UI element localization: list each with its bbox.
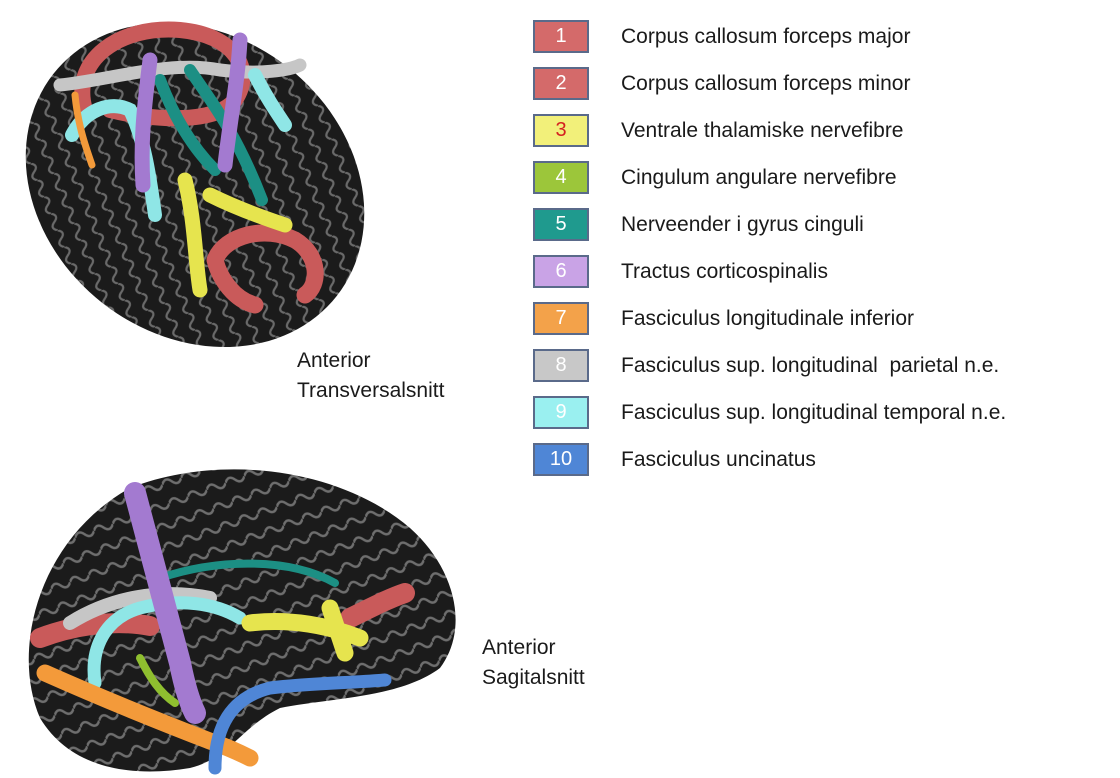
legend-swatch: 2: [533, 67, 589, 100]
legend-label: Corpus callosum forceps major: [621, 25, 910, 49]
legend-swatch: 3: [533, 114, 589, 147]
caption-view: Transversalsnitt: [297, 376, 444, 406]
legend-item: 9 Fasciculus sup. longitudinal temporal n…: [533, 389, 1006, 436]
legend-item: 2 Corpus callosum forceps minor: [533, 60, 1006, 107]
legend-swatch: 7: [533, 302, 589, 335]
legend-item: 6 Tractus corticospinalis: [533, 248, 1006, 295]
legend-swatch: 8: [533, 349, 589, 382]
legend-swatch: 4: [533, 161, 589, 194]
legend-item: 7 Fasciculus longitudinale inferior: [533, 295, 1006, 342]
legend-label: Fasciculus uncinatus: [621, 448, 816, 472]
caption-direction: Anterior: [482, 633, 585, 663]
transverse-brain-image: [0, 0, 380, 370]
legend-swatch: 6: [533, 255, 589, 288]
legend-label: Corpus callosum forceps minor: [621, 72, 910, 96]
legend-item: 5 Nerveender i gyrus cinguli: [533, 201, 1006, 248]
legend-label: Ventrale thalamiske nervefibre: [621, 119, 904, 143]
legend-swatch: 9: [533, 396, 589, 429]
legend-item: 1 Corpus callosum forceps major: [533, 13, 1006, 60]
legend-swatch: 1: [533, 20, 589, 53]
legend-item: 4 Cingulum angulare nervefibre: [533, 154, 1006, 201]
legend-item: 8 Fasciculus sup. longitudinal parietal n…: [533, 342, 1006, 389]
legend-label: Tractus corticospinalis: [621, 260, 828, 284]
tract-legend: 1 Corpus callosum forceps major 2 Corpus c…: [533, 13, 1006, 483]
sagittal-caption: Anterior Sagitalsnitt: [482, 633, 585, 693]
sagittal-brain-image: [0, 448, 470, 778]
legend-item: 3 Ventrale thalamiske nervefibre: [533, 107, 1006, 154]
legend-item: 10 Fasciculus uncinatus: [533, 436, 1006, 483]
caption-direction: Anterior: [297, 346, 444, 376]
legend-label: Nerveender i gyrus cinguli: [621, 213, 864, 237]
legend-label: Fasciculus sup. longitudinal parietal n.…: [621, 354, 999, 378]
legend-swatch: 10: [533, 443, 589, 476]
legend-label: Fasciculus longitudinale inferior: [621, 307, 914, 331]
legend-swatch: 5: [533, 208, 589, 241]
legend-label: Fasciculus sup. longitudinal temporal n.…: [621, 401, 1006, 425]
transverse-caption: Anterior Transversalsnitt: [297, 346, 444, 406]
caption-view: Sagitalsnitt: [482, 663, 585, 693]
legend-label: Cingulum angulare nervefibre: [621, 166, 897, 190]
